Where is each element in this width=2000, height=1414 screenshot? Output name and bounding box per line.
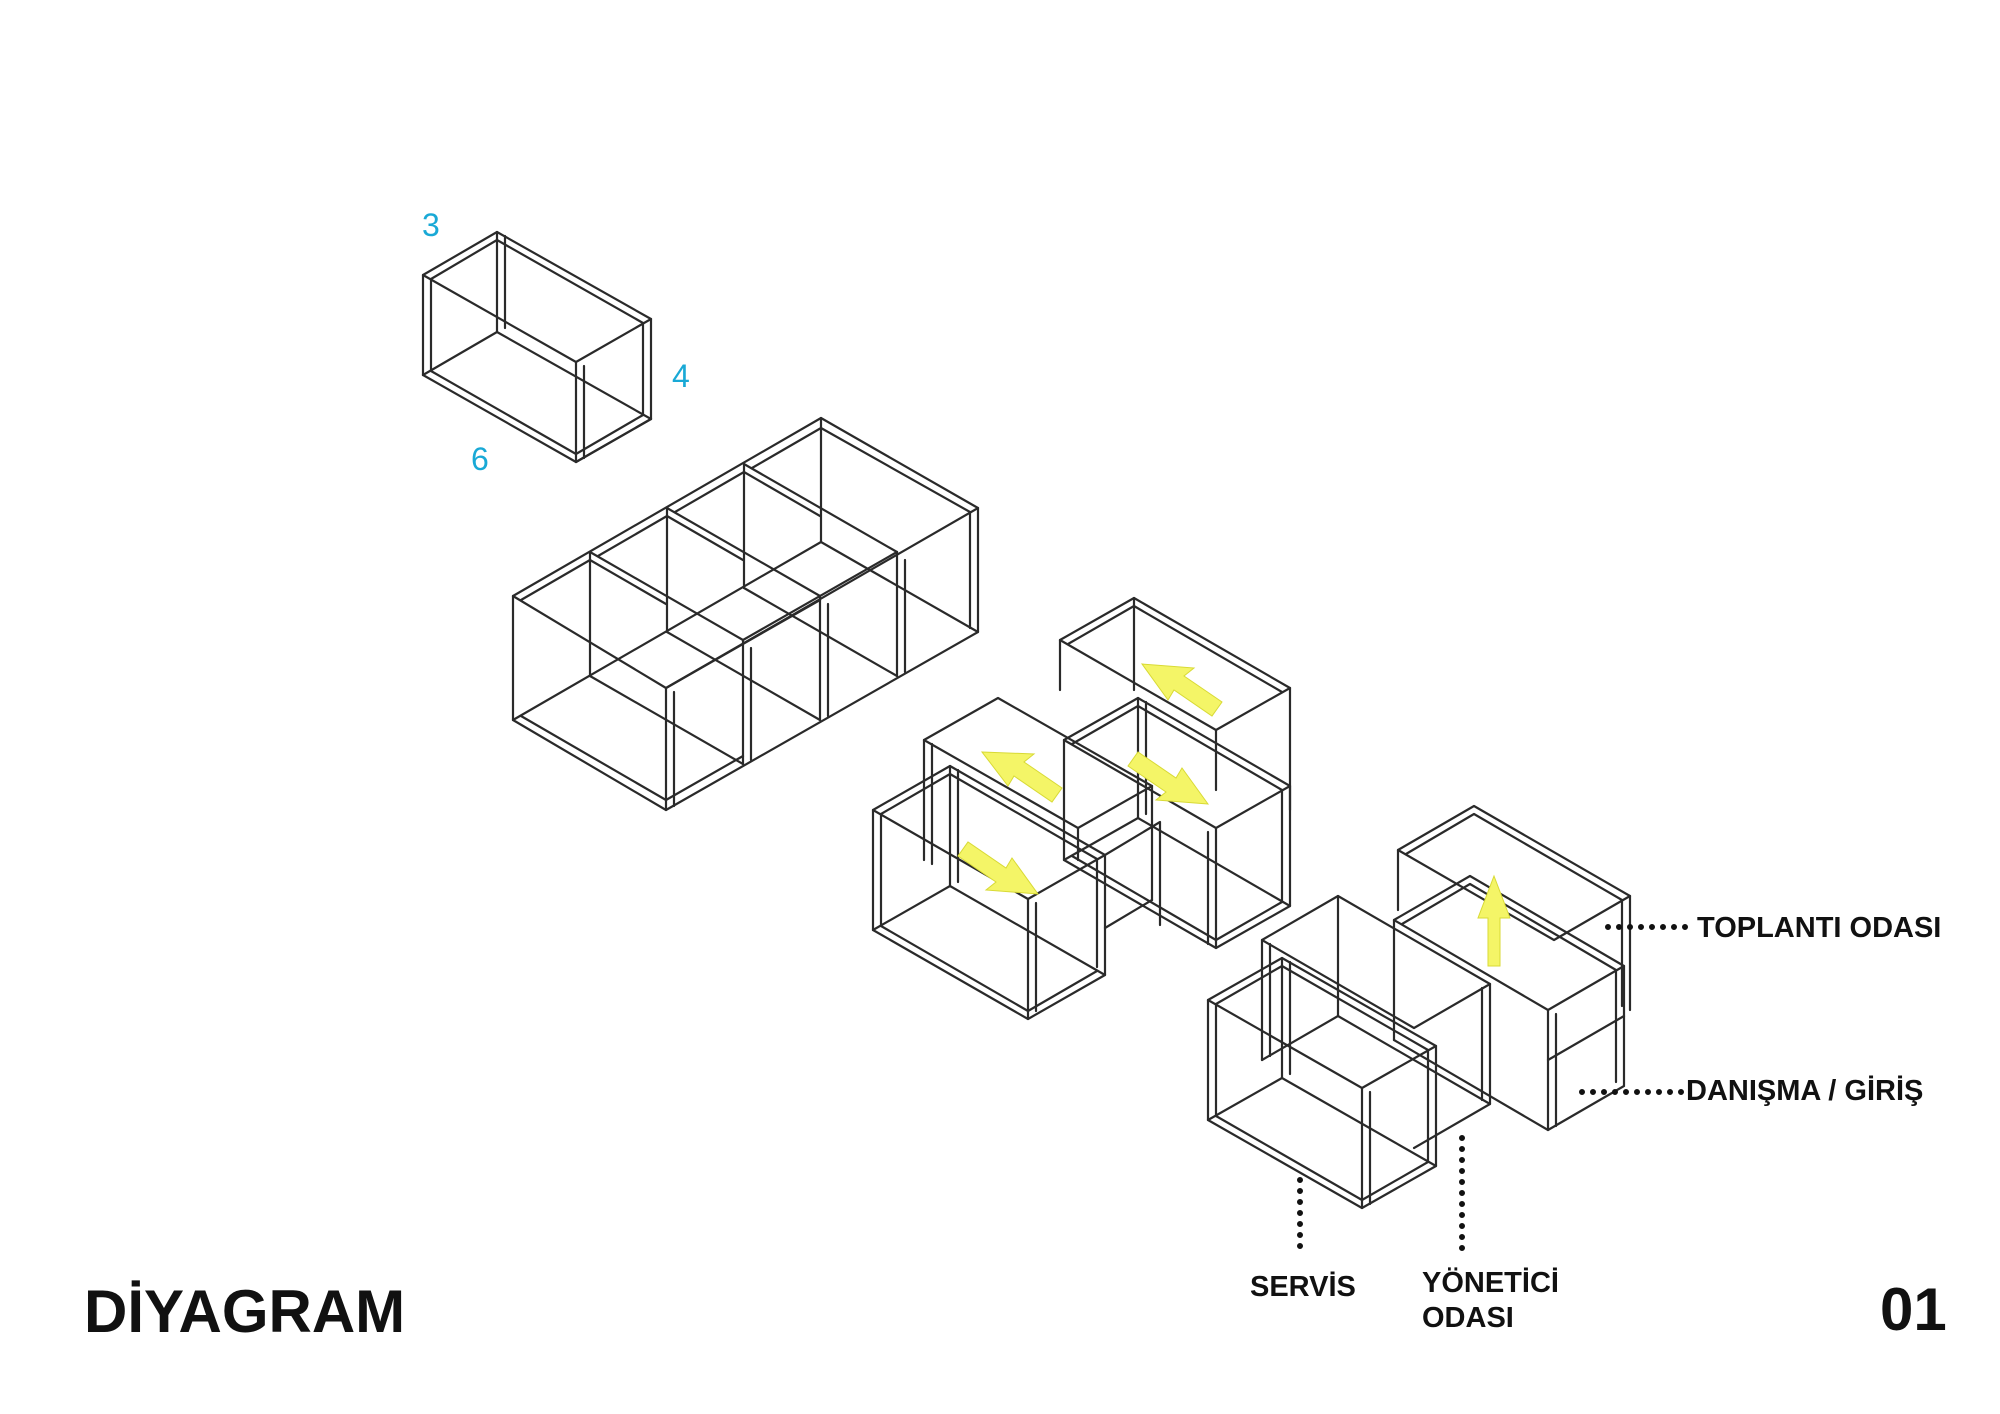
- arrow-icon: [1477, 874, 1511, 967]
- leader-lines: [1297, 924, 1696, 1258]
- right-modules-frame: [1206, 804, 1632, 1210]
- arrow-icon: [957, 841, 1040, 895]
- single-module-frame: [421, 230, 653, 464]
- movement-arrows: [957, 663, 1511, 967]
- label-service: SERVİS: [1250, 1271, 1356, 1303]
- label-meeting-room: TOPLANTI ODASI: [1697, 912, 1941, 944]
- label-reception: DANIŞMA / GİRİŞ: [1686, 1075, 1923, 1107]
- dimension-label-6: 6: [471, 441, 489, 477]
- middle-modules-frame: [871, 596, 1292, 1021]
- arrow-icon: [1127, 751, 1210, 805]
- dimension-label-3: 3: [422, 207, 440, 243]
- arrow-icon: [1140, 663, 1223, 717]
- page-number: 01: [1880, 1276, 1947, 1343]
- module-grid-frame: [511, 416, 980, 812]
- label-manager-line1: YÖNETİCİ: [1422, 1266, 1559, 1299]
- page-title: DİYAGRAM: [84, 1278, 405, 1345]
- dimension-label-4: 4: [672, 358, 690, 394]
- label-manager-line2: ODASI: [1422, 1302, 1514, 1334]
- arrow-icon: [980, 751, 1063, 803]
